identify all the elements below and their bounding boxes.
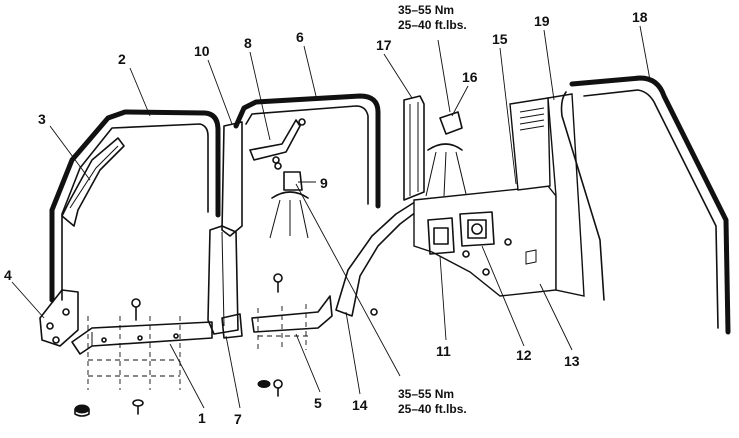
callout-10: 10 bbox=[194, 43, 210, 59]
seat-belt-guide bbox=[249, 118, 306, 164]
center-pillar-lower-trim bbox=[207, 121, 243, 339]
door-hinge-bracket bbox=[39, 289, 79, 347]
quarter-screws bbox=[370, 238, 512, 316]
sill-screw bbox=[131, 298, 141, 321]
callout-8: 8 bbox=[244, 35, 252, 51]
speaker-unit bbox=[459, 211, 495, 247]
rear-sill-screws bbox=[257, 273, 283, 397]
callout-6: 6 bbox=[296, 29, 304, 45]
callout-3: 3 bbox=[38, 111, 46, 127]
callout-5: 5 bbox=[314, 395, 322, 411]
front-pillar-trim bbox=[61, 137, 125, 227]
torque-top-ftlbs: 25–40 ft.lbs. bbox=[398, 18, 467, 32]
quarter-trim-panel bbox=[413, 93, 585, 297]
callout-7: 7 bbox=[234, 411, 242, 427]
sill-clip-2 bbox=[132, 399, 144, 415]
sill-clip bbox=[74, 404, 90, 417]
callout-4: 4 bbox=[4, 267, 12, 283]
torque-bottom-nm: 35–55 Nm bbox=[398, 387, 454, 401]
front-door-opening-weatherstrip bbox=[49, 109, 221, 303]
callout-2: 2 bbox=[118, 51, 126, 67]
speaker-bracket bbox=[427, 217, 455, 255]
rear-wheelhouse-trim bbox=[335, 199, 419, 317]
callout-17: 17 bbox=[376, 37, 392, 53]
quarter-pillar-trim bbox=[403, 95, 425, 201]
seat-belt-anchor-rear bbox=[425, 111, 467, 197]
callout-16: 16 bbox=[462, 69, 478, 85]
callout-14: 14 bbox=[352, 397, 368, 413]
rear-sill-plate bbox=[251, 295, 333, 350]
seat-belt-anchor-center bbox=[269, 162, 309, 239]
rear-door-weatherstrip bbox=[560, 75, 731, 335]
torque-spec-bottom: 35–55 Nm 25–40 ft.lbs. bbox=[398, 387, 467, 416]
torque-bottom-ftlbs: 25–40 ft.lbs. bbox=[398, 402, 467, 416]
callout-9: 9 bbox=[320, 175, 328, 191]
torque-spec-top: 35–55 Nm 25–40 ft.lbs. bbox=[398, 3, 467, 32]
front-sill-plate bbox=[71, 316, 213, 390]
callout-19: 19 bbox=[534, 13, 550, 29]
leader-lines bbox=[11, 25, 651, 409]
callout-15: 15 bbox=[492, 31, 508, 47]
center-pillar-weatherstrip bbox=[233, 93, 381, 209]
callout-13: 13 bbox=[564, 353, 580, 369]
callout-11: 11 bbox=[436, 343, 451, 359]
callout-18: 18 bbox=[632, 9, 648, 25]
callout-12: 12 bbox=[516, 347, 532, 363]
torque-top-nm: 35–55 Nm bbox=[398, 3, 454, 17]
callout-1: 1 bbox=[198, 410, 206, 426]
